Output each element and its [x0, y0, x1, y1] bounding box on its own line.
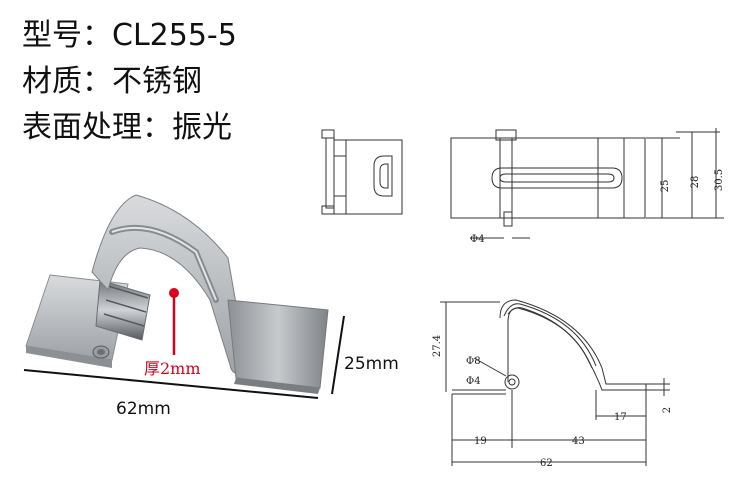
dim-27-4-label: 27.4 [432, 335, 443, 357]
dim-19-label: 19 [474, 436, 487, 447]
dim-30-5-label: 30.5 [714, 169, 725, 191]
thickness-label: 厚2mm [144, 359, 201, 378]
side-view-drawing [321, 129, 403, 215]
model-label: 型号：CL255-5 [22, 18, 237, 53]
length-dimension-line [23, 369, 319, 399]
material-label: 材质：不锈钢 [22, 64, 202, 99]
dim-62-label: 62 [540, 458, 553, 469]
dim-17-label: 17 [614, 412, 627, 423]
dim-28-label: 28 [690, 176, 701, 189]
dim-25-label: 25 [660, 180, 671, 193]
width-label: 25mm [344, 354, 399, 374]
width-dimension-line [331, 315, 345, 395]
length-label: 62mm [116, 399, 171, 419]
dim-43-label: 43 [572, 436, 585, 447]
hinge-photo [25, 194, 329, 394]
pin-diameter-top-label: Φ4 [470, 234, 485, 245]
front-view-drawing [440, 299, 670, 466]
top-view-drawing [450, 128, 724, 239]
pin-diameter-side-label: Φ4 [466, 376, 481, 387]
dim-2-label: 2 [662, 407, 673, 413]
arc-diameter-label: Φ8 [466, 356, 481, 367]
surface-finish-label: 表面处理：振光 [22, 110, 232, 145]
